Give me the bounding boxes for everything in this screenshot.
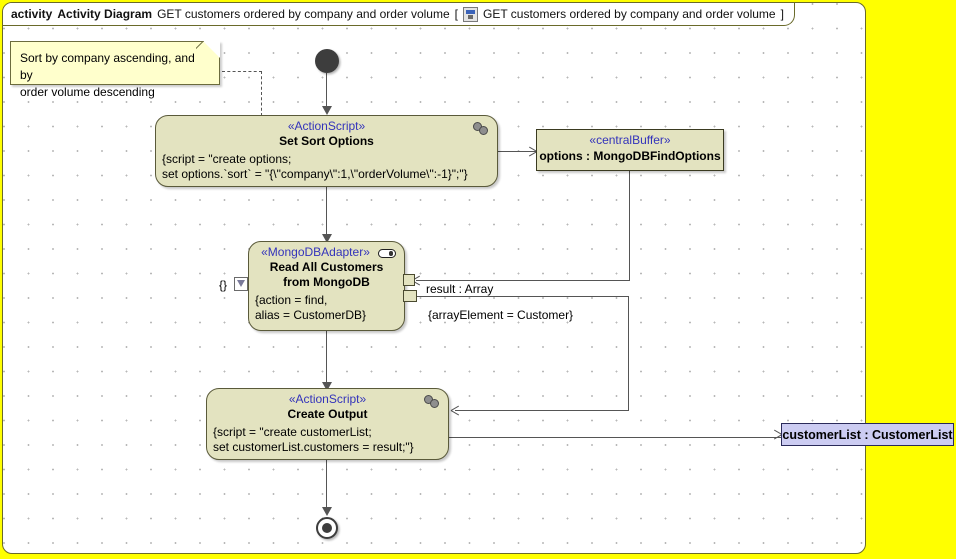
create-output-body-1: {script = "create customerList;	[213, 425, 372, 439]
options-buffer-stereotype: «centralBuffer»	[589, 133, 671, 147]
activity-parameter-customer-list[interactable]: customerList : CustomerList	[781, 423, 954, 446]
read-all-customers-input-pin[interactable]	[234, 277, 248, 291]
frame-bracket-open: [	[454, 7, 458, 21]
set-sort-options-body-1: {script = "create options;	[162, 152, 292, 166]
edge-read-to-create-output	[326, 331, 328, 385]
edge-read-to-create-output-arrow	[322, 382, 332, 391]
edge-set-sort-to-read-arrow	[322, 234, 332, 243]
read-all-customers-result-pin[interactable]	[403, 290, 417, 302]
create-output-name: Create Output	[287, 407, 368, 421]
note-anchor-segment-v	[261, 71, 262, 116]
read-all-customers-body-2: alias = CustomerDB}	[255, 308, 367, 322]
edge-create-output-to-final	[326, 460, 328, 514]
note-fold-line	[196, 41, 220, 65]
read-all-customers-pin-label: {}	[219, 278, 228, 292]
edge-create-output-to-final-arrow	[322, 507, 332, 516]
edge-set-sort-to-options-buffer	[498, 151, 536, 153]
frame-keyword: activity	[11, 7, 53, 21]
edge-options-to-read-h	[416, 280, 630, 282]
edge-options-to-read-v	[629, 171, 631, 281]
sort-note[interactable]: Sort by company ascending, and by order …	[10, 41, 220, 99]
action-create-output[interactable]: «ActionScript» Create Output {script = "…	[206, 388, 449, 460]
frame-bracket-close: ]	[780, 7, 784, 21]
object-node-options-buffer[interactable]: «centralBuffer» options : MongoDBFindOpt…	[536, 129, 724, 171]
edge-set-sort-to-read	[326, 187, 328, 237]
action-read-all-customers[interactable]: «MongoDBAdapter» Read All Customers from…	[248, 241, 405, 331]
edge-result-h-bottom	[455, 410, 629, 412]
edge-create-output-to-customer-list	[449, 437, 865, 439]
create-output-body-2: set customerList.customers = result;"}	[213, 440, 414, 454]
edge-result-v	[628, 296, 630, 410]
read-all-customers-stereotype: «MongoDBAdapter»	[261, 245, 370, 259]
options-buffer-name: options : MongoDBFindOptions	[539, 149, 721, 163]
activity-final-node[interactable]	[316, 517, 338, 539]
read-all-customers-name-1: Read All Customers	[269, 260, 384, 274]
create-output-stereotype: «ActionScript»	[288, 392, 367, 406]
read-all-customers-body-1: {action = find,	[255, 293, 328, 307]
frame-diagram-name: GET customers ordered by company and ord…	[157, 7, 450, 21]
initial-node[interactable]	[315, 49, 339, 73]
customer-list-label: customerList : CustomerList	[782, 427, 953, 442]
edge-result-arrow	[451, 405, 462, 416]
edge-label-result: result : Array	[426, 282, 494, 296]
set-sort-options-stereotype: «ActionScript»	[287, 119, 366, 133]
edge-label-result-constraint: {arrayElement = Customer}	[428, 308, 574, 322]
action-set-sort-options[interactable]: «ActionScript» Set Sort Options {script …	[155, 115, 498, 187]
read-all-customers-name-2: from MongoDB	[283, 275, 370, 289]
set-sort-options-name: Set Sort Options	[279, 134, 374, 148]
diagram-frame-header: activity Activity Diagram GET customers …	[3, 3, 795, 26]
edge-initial-to-set-sort	[326, 73, 328, 109]
note-anchor-segment-h	[222, 71, 262, 72]
set-sort-options-body-2: set options.`sort` = "{\"company\":1,\"o…	[162, 167, 468, 181]
note-line-1: Sort by company ascending, and by	[20, 51, 195, 82]
frame-parameter-name: GET customers ordered by company and ord…	[483, 7, 776, 21]
activity-diagram-frame: activity Activity Diagram GET customers …	[2, 2, 866, 554]
note-line-2: order volume descending	[20, 85, 155, 99]
frame-diagram-type: Activity Diagram	[57, 7, 153, 21]
edge-initial-to-set-sort-arrow	[322, 106, 332, 115]
script-gears-icon	[424, 395, 440, 409]
adapter-capsule-icon	[378, 249, 396, 258]
read-all-customers-options-pin[interactable]	[403, 274, 415, 286]
script-gears-icon	[473, 122, 489, 136]
edge-result-h-top	[417, 296, 629, 298]
activity-parameter-icon	[463, 6, 478, 22]
